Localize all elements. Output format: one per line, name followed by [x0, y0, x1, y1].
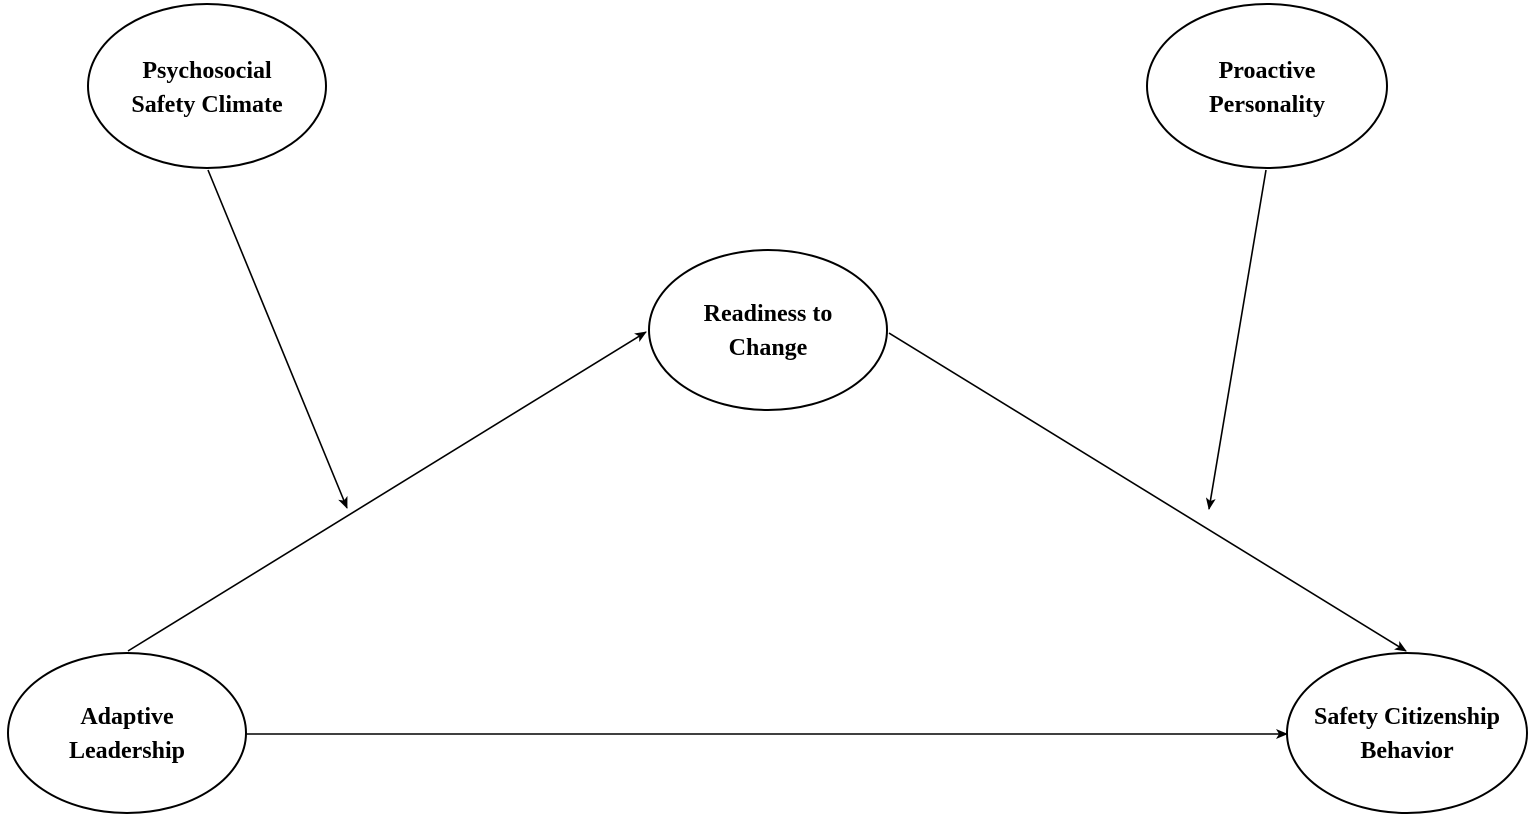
- node-proactive-personality-line1: Proactive: [1219, 58, 1316, 84]
- node-proactive-personality: Proactive Personality: [1146, 3, 1388, 169]
- node-safety-citizenship-behavior: Safety Citizenship Behavior: [1286, 652, 1528, 814]
- node-psychosocial-safety-climate: Psychosocial Safety Climate: [87, 3, 327, 169]
- edge-proactive-personality-moderation: [1205, 169, 1267, 510]
- node-adaptive-leadership-line1: Adaptive: [80, 704, 174, 730]
- edge-psychosocial-climate-moderation: [207, 169, 348, 509]
- node-adaptive-leadership: Adaptive Leadership: [7, 652, 247, 814]
- edge-readiness-to-safety-citizenship: [888, 332, 1407, 652]
- node-proactive-personality-line2: Personality: [1209, 92, 1325, 118]
- node-adaptive-leadership-line2: Leadership: [69, 738, 185, 764]
- node-readiness-to-change-line1: Readiness to: [704, 301, 833, 327]
- node-readiness-to-change-line2: Change: [729, 335, 808, 361]
- node-safety-citizenship-behavior-line1: Safety Citizenship: [1314, 704, 1500, 730]
- edge-adaptive-leadership-to-readiness: [127, 331, 647, 652]
- node-safety-citizenship-behavior-line2: Behavior: [1360, 738, 1454, 764]
- node-psychosocial-safety-climate-line2: Safety Climate: [131, 92, 283, 118]
- node-psychosocial-safety-climate-line1: Psychosocial: [142, 58, 272, 84]
- node-readiness-to-change: Readiness to Change: [648, 249, 888, 411]
